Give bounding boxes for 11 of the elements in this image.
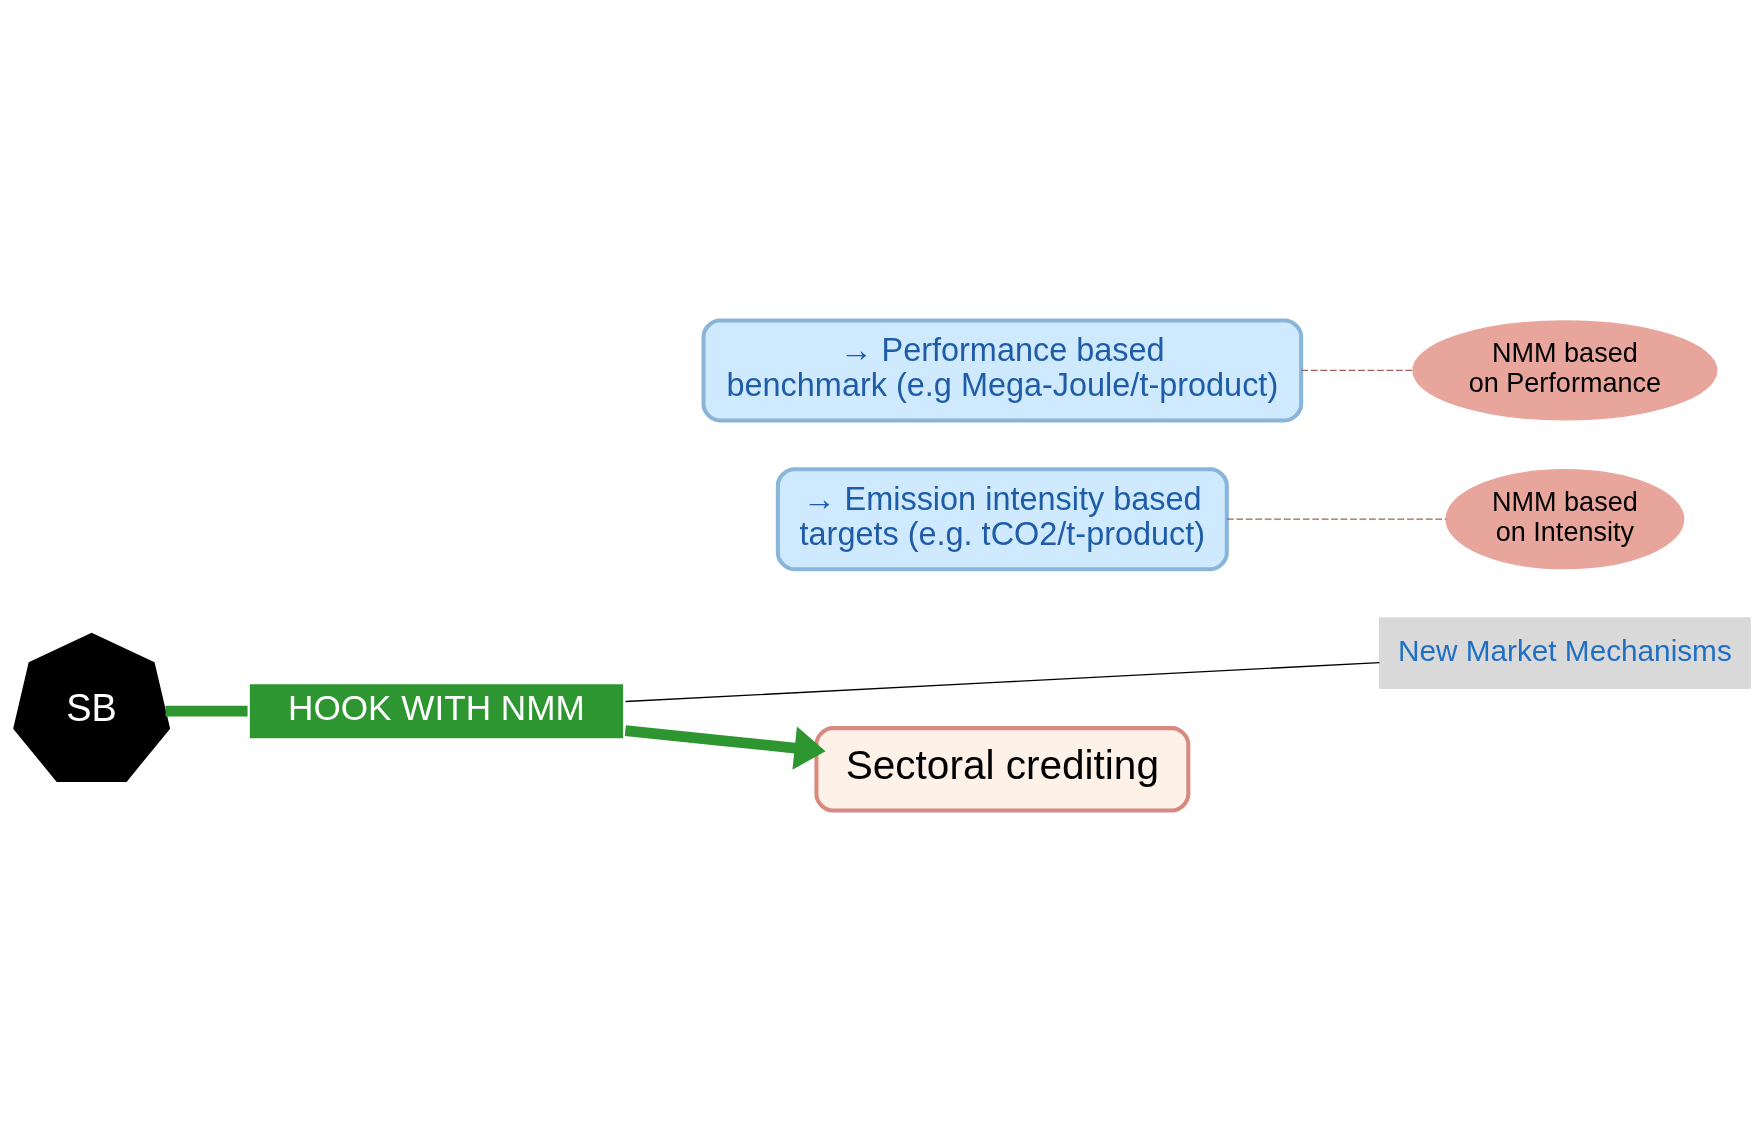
- connector: [1300, 369, 1414, 371]
- node-box: → Performance based benchmark (e.g Mega-Joule/t-product): [701, 317, 1304, 422]
- connector: [165, 705, 248, 717]
- connector: [1226, 518, 1447, 520]
- node-ellipse: NMM based on Performance: [1412, 319, 1718, 421]
- node-box: → Emission intensity based targets (e.g. tCO2/t-product): [775, 466, 1229, 571]
- connector: [624, 661, 1381, 702]
- node-box: Sectoral crediting: [814, 725, 1191, 813]
- node-ellipse: NMM based on Intensity: [1445, 468, 1685, 569]
- node-box: New Market Mechanisms: [1378, 616, 1751, 689]
- arrow: [624, 724, 826, 770]
